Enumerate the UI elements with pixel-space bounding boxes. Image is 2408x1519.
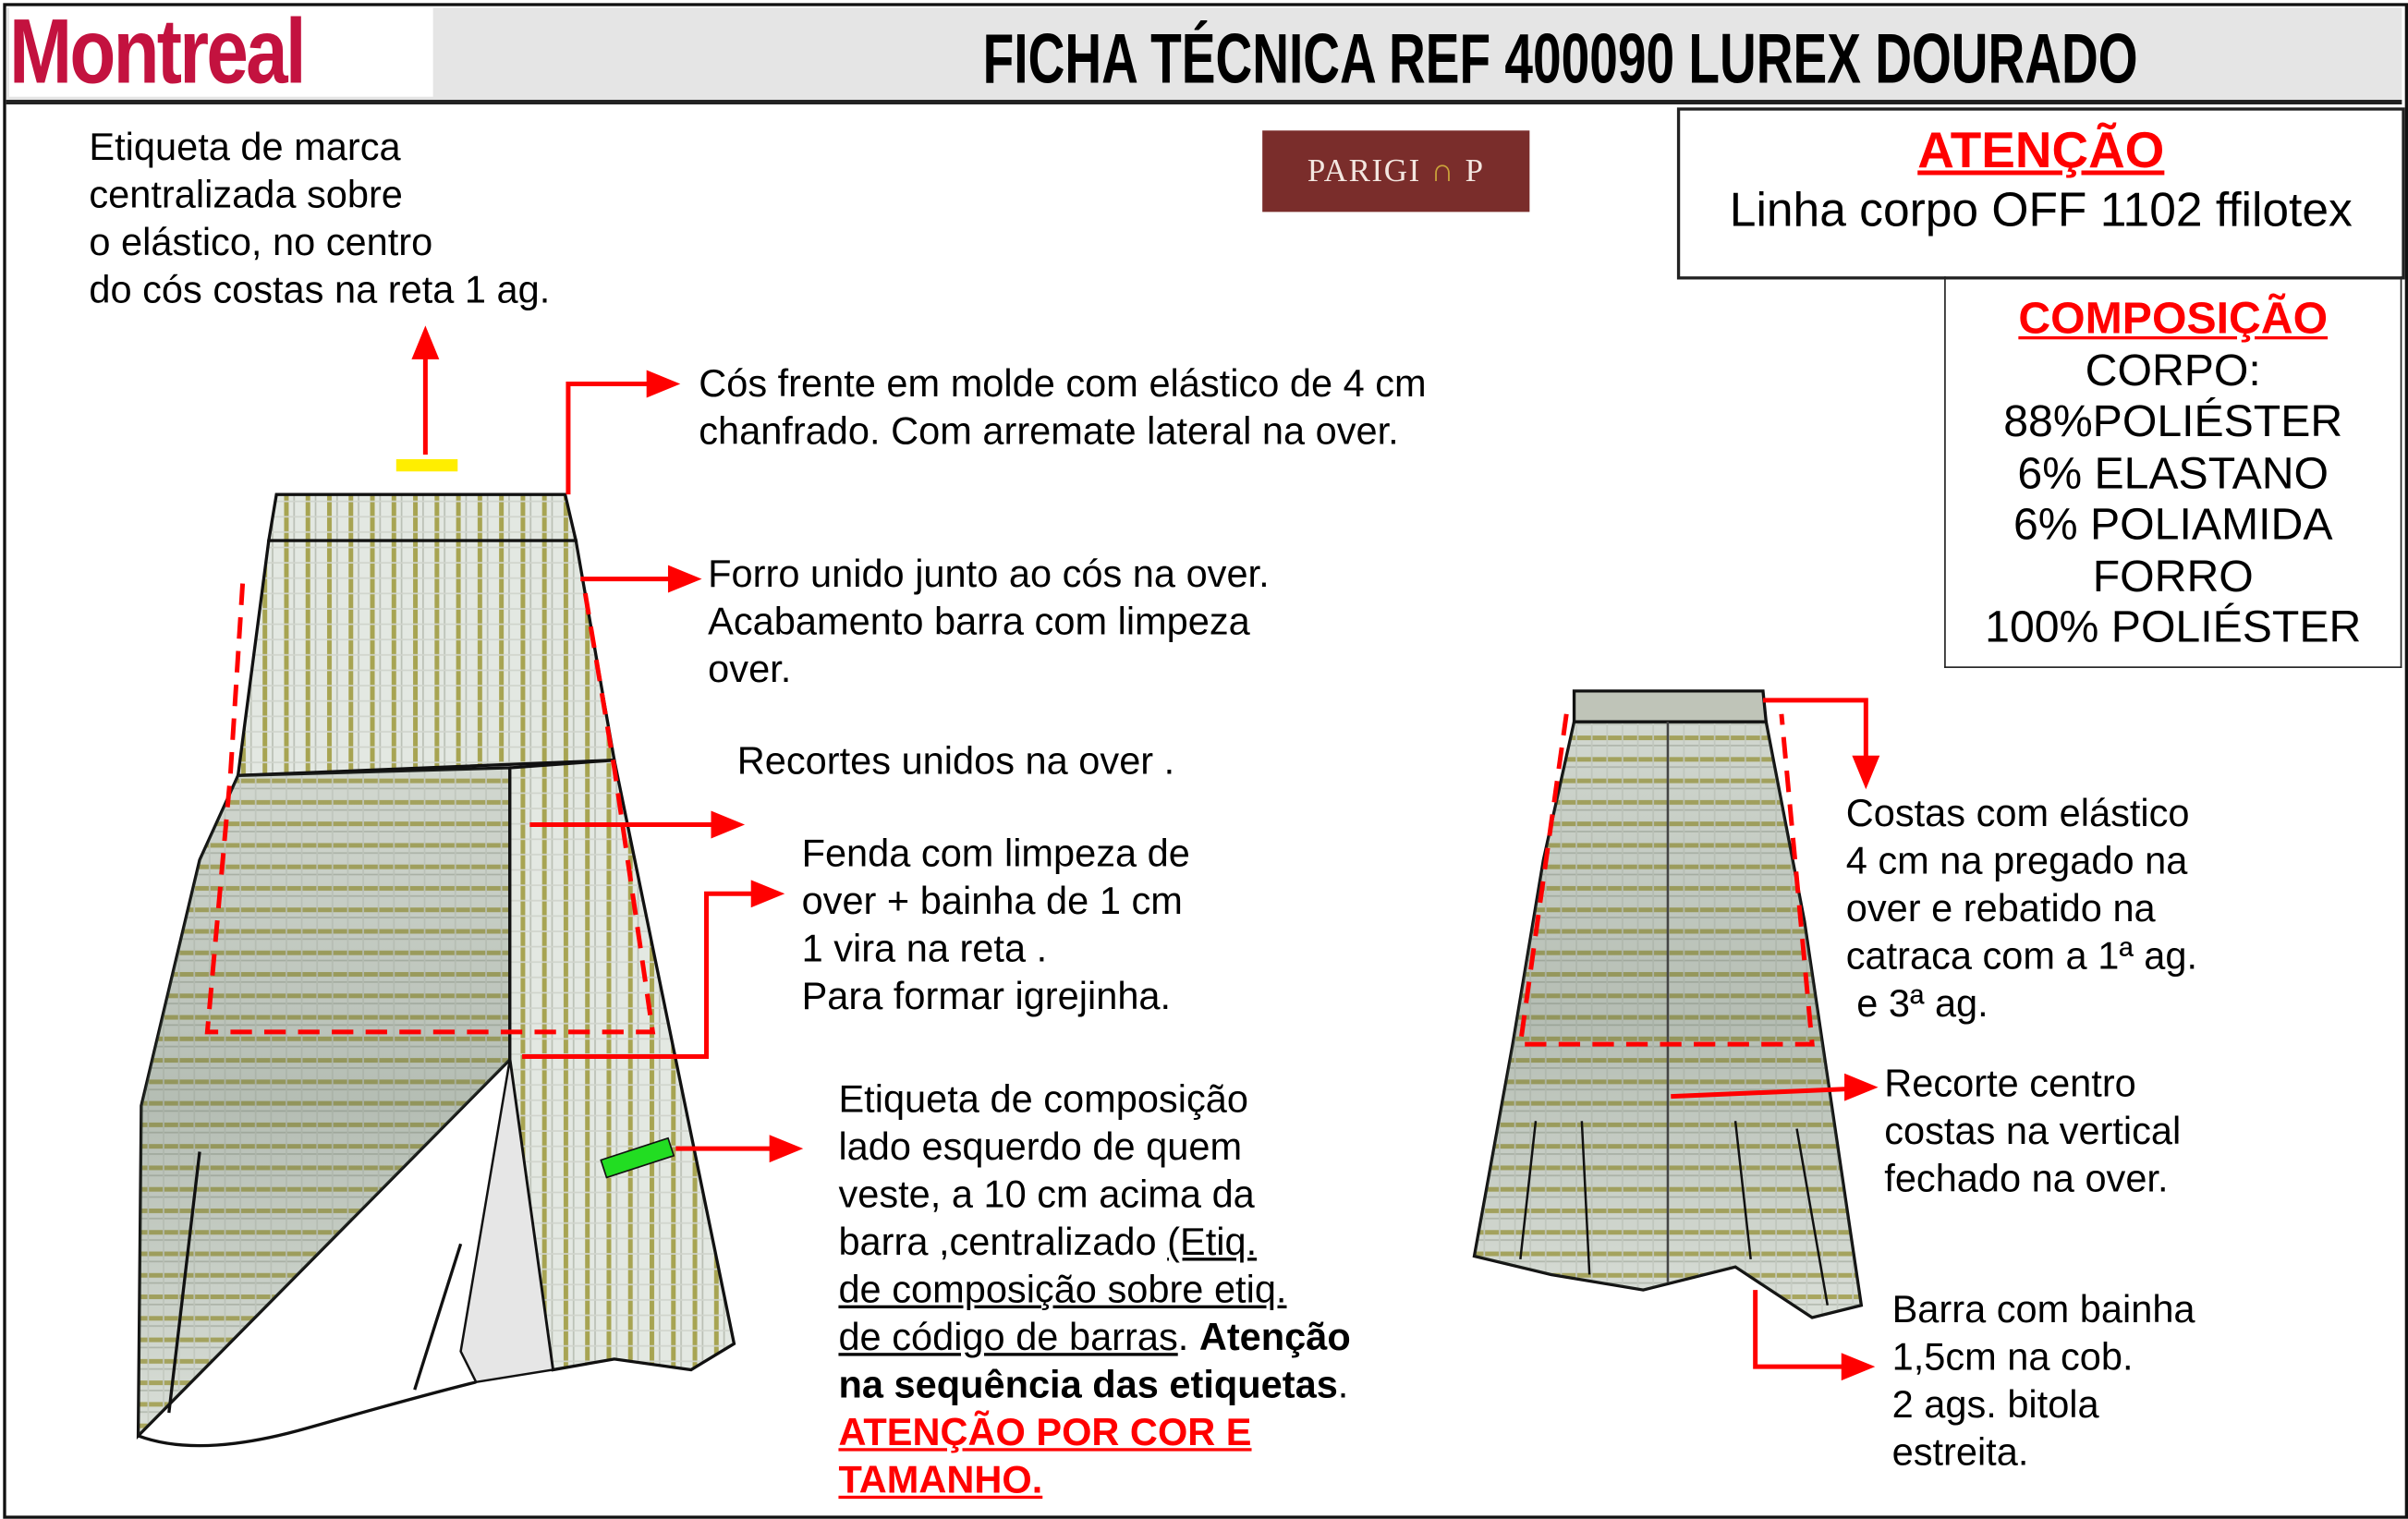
brand-label-marker — [395, 458, 458, 472]
back-skirt-drawing — [1472, 689, 1864, 1319]
color-size-warning: ATENÇÃO POR COR E — [838, 1411, 1252, 1454]
composition-box: COMPOSIÇÃO CORPO: 88%POLIÉSTER 6% ELASTA… — [1944, 276, 2402, 668]
note-cuts: Recortes unidos na over . — [736, 740, 1175, 784]
note-lining: Forro unido junto ao cós na over.Acabame… — [708, 553, 1270, 691]
brand-label-image: PARIGI ∩ P — [1262, 130, 1530, 213]
montreal-logo: Montreal — [8, 6, 433, 98]
front-skirt-drawing — [136, 458, 736, 1448]
arrowheads — [411, 325, 1880, 1381]
page-frame — [3, 3, 2408, 1519]
callout-arrows — [422, 356, 1868, 1369]
note-composition-label: Etiqueta de composição lado esquerdo de … — [838, 1077, 1351, 1502]
attention-box: ATENÇÃO Linha corpo OFF 1102 ffilotex — [1676, 107, 2405, 280]
note-front-waist: Cós frente em molde com elástico de 4 cm… — [699, 362, 1427, 454]
composition-label-marker — [600, 1136, 675, 1179]
page-title: FICHA TÉCNICA REF 400090 LUREX DOURADO — [982, 18, 2138, 99]
